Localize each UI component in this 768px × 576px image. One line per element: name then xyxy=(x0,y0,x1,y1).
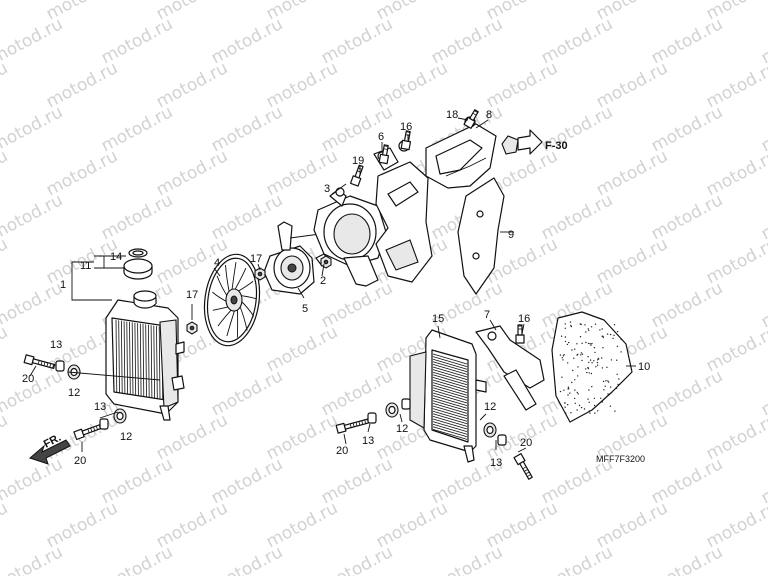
cooling-fan xyxy=(203,253,261,347)
callout-label: 20 xyxy=(74,455,86,467)
callout-label: 16 xyxy=(400,121,412,133)
callout-label: 3 xyxy=(324,183,330,195)
callout-label: 11 xyxy=(80,260,91,272)
callout-label: 20 xyxy=(336,445,348,457)
callout-label: 17 xyxy=(186,289,198,301)
callout-label: 14 xyxy=(110,251,122,263)
shroud-upper xyxy=(425,116,497,189)
callout-label: 8 xyxy=(486,109,492,121)
callout-label: 16 xyxy=(518,313,530,325)
grommet xyxy=(385,402,399,418)
bolt xyxy=(378,144,390,165)
callout-label: 1 xyxy=(60,279,66,291)
callout-label: 5 xyxy=(302,303,308,315)
bolt xyxy=(349,164,364,187)
radiator-left-fins xyxy=(115,319,164,400)
front-arrow: FR. xyxy=(29,432,71,465)
bracket-right xyxy=(475,325,545,411)
callout-label: 20 xyxy=(520,437,532,449)
nut xyxy=(186,321,198,335)
callout-label: 12 xyxy=(120,431,132,443)
grommet xyxy=(483,422,497,438)
callout-label: 12 xyxy=(68,387,80,399)
callout-label: 7 xyxy=(484,309,490,321)
callout-label: 6 xyxy=(378,131,384,143)
collar xyxy=(401,398,411,410)
callout-label: 17 xyxy=(250,253,262,265)
callout-label: 18 xyxy=(446,109,458,121)
radiator-cap xyxy=(123,248,153,280)
diagram-code: MFF7F3200 xyxy=(596,454,645,464)
leader-lines xyxy=(29,117,636,453)
radiator-right xyxy=(409,329,487,463)
bolt xyxy=(513,453,533,480)
callout-label: 15 xyxy=(432,313,444,325)
collar xyxy=(99,418,109,430)
side-plate xyxy=(457,177,505,295)
callout-label: 10 xyxy=(638,361,650,373)
radiator-left xyxy=(105,290,185,421)
callout-label: 9 xyxy=(508,229,514,241)
callout-label: 13 xyxy=(362,435,374,447)
side-cover-right xyxy=(551,311,633,423)
callout-label: 20 xyxy=(22,373,34,385)
bolt xyxy=(515,324,525,344)
radiator-right-fins xyxy=(432,353,468,440)
side-cover-texture xyxy=(559,321,622,414)
bolt xyxy=(73,423,103,441)
fan-motor xyxy=(263,221,331,295)
reference-label: F-30 xyxy=(545,140,568,152)
nut xyxy=(320,255,332,269)
callout-label: 4 xyxy=(214,257,220,269)
nut xyxy=(254,267,266,281)
collar xyxy=(367,412,377,424)
callout-label: 2 xyxy=(320,275,326,287)
bolt xyxy=(23,354,56,370)
callout-label: 13 xyxy=(50,339,62,351)
callout-label: 12 xyxy=(484,401,496,413)
grommet xyxy=(67,364,81,380)
callout-label: 13 xyxy=(490,457,502,469)
fan-shroud xyxy=(313,187,387,287)
collar xyxy=(55,360,65,372)
grommet xyxy=(113,408,127,424)
bolt xyxy=(400,130,412,151)
callout-label: 12 xyxy=(396,423,408,435)
bolt xyxy=(335,418,370,434)
reference-marker: F-30 xyxy=(501,129,568,155)
collar xyxy=(497,434,507,446)
callout-label: 19 xyxy=(352,155,364,167)
callout-label: 13 xyxy=(94,401,106,413)
